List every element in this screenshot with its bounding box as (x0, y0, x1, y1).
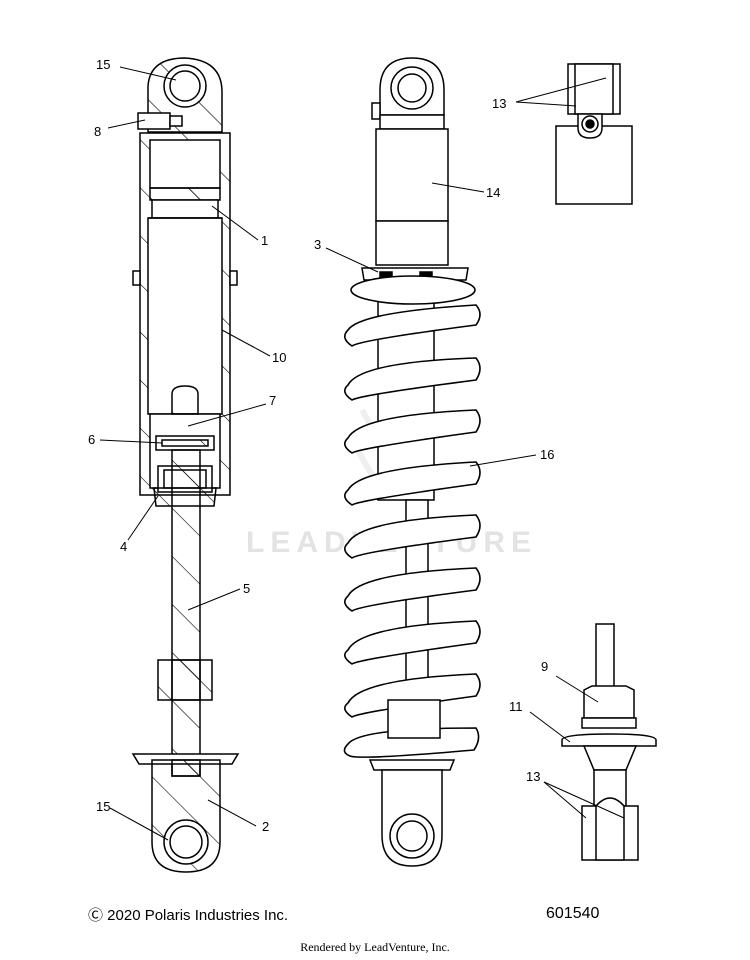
callout-11: 11 (509, 699, 523, 714)
callouts: 15 8 1 10 7 6 4 5 15 2 3 14 16 13 9 11 1… (88, 57, 554, 834)
piston (171, 385, 199, 415)
callout-13-bottom: 13 (526, 769, 540, 784)
callout-3: 3 (314, 237, 321, 252)
callout-1: 1 (261, 233, 268, 248)
callout-10: 10 (272, 350, 286, 365)
callout-5: 5 (243, 581, 250, 596)
callout-15-top: 15 (96, 57, 110, 72)
callout-4: 4 (120, 539, 127, 554)
lower-retainer (368, 759, 456, 771)
callout-15-bottom: 15 (96, 799, 110, 814)
copyright-notice: Ⓒ 2020 Polaris Industries Inc. (88, 907, 289, 924)
callout-16: 16 (540, 447, 554, 462)
bottom-detail-view (561, 623, 657, 861)
coil-spring (343, 275, 481, 758)
floating-piston (149, 187, 221, 201)
callout-6: 6 (88, 432, 95, 447)
callout-13-top: 13 (492, 96, 506, 111)
shaft (171, 449, 201, 777)
callout-8: 8 (94, 124, 101, 139)
document-number: 601540 (546, 905, 600, 922)
cutaway-shock (131, 57, 240, 873)
leader-lines (99, 66, 625, 841)
rendered-by-credit: Rendered by LeadVenture, Inc. (300, 940, 450, 954)
callout-2: 2 (262, 819, 269, 834)
callout-7: 7 (269, 393, 276, 408)
reservoir-valve (137, 112, 171, 130)
callout-14: 14 (486, 185, 500, 200)
top-detail-view (555, 63, 633, 205)
callout-9: 9 (541, 659, 548, 674)
body-14 (375, 128, 449, 222)
assembled-shock (343, 57, 481, 867)
